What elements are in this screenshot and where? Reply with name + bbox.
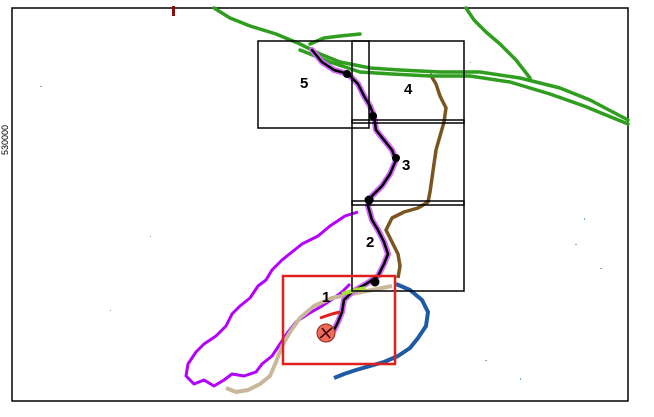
lime-segment: [341, 286, 367, 296]
main-stream: [309, 47, 399, 341]
tile-4-frame: [351, 40, 465, 124]
side-coordinate-label: 530000: [0, 125, 10, 155]
tile-2-label: 2: [366, 234, 374, 251]
edge-marker: [172, 6, 175, 16]
tile-grid: [257, 40, 465, 292]
blue-route: [333, 282, 430, 380]
tile-3-frame: [351, 119, 465, 206]
water-speckles: [40, 62, 602, 380]
tile-3-label: 3: [402, 157, 410, 174]
site-marker-icon: [316, 323, 336, 343]
tile-4-label: 4: [404, 81, 413, 98]
brown-route: [384, 73, 448, 279]
stream-node-icon: [343, 70, 400, 287]
tile-1-frame: [281, 274, 397, 366]
map-frame: [11, 7, 629, 402]
tile-2-frame: [351, 200, 465, 292]
tile-1-label: 1: [322, 289, 330, 306]
red-segment: [319, 310, 341, 320]
tile-5-frame: [257, 40, 370, 129]
tile-5-label: 5: [300, 75, 308, 92]
